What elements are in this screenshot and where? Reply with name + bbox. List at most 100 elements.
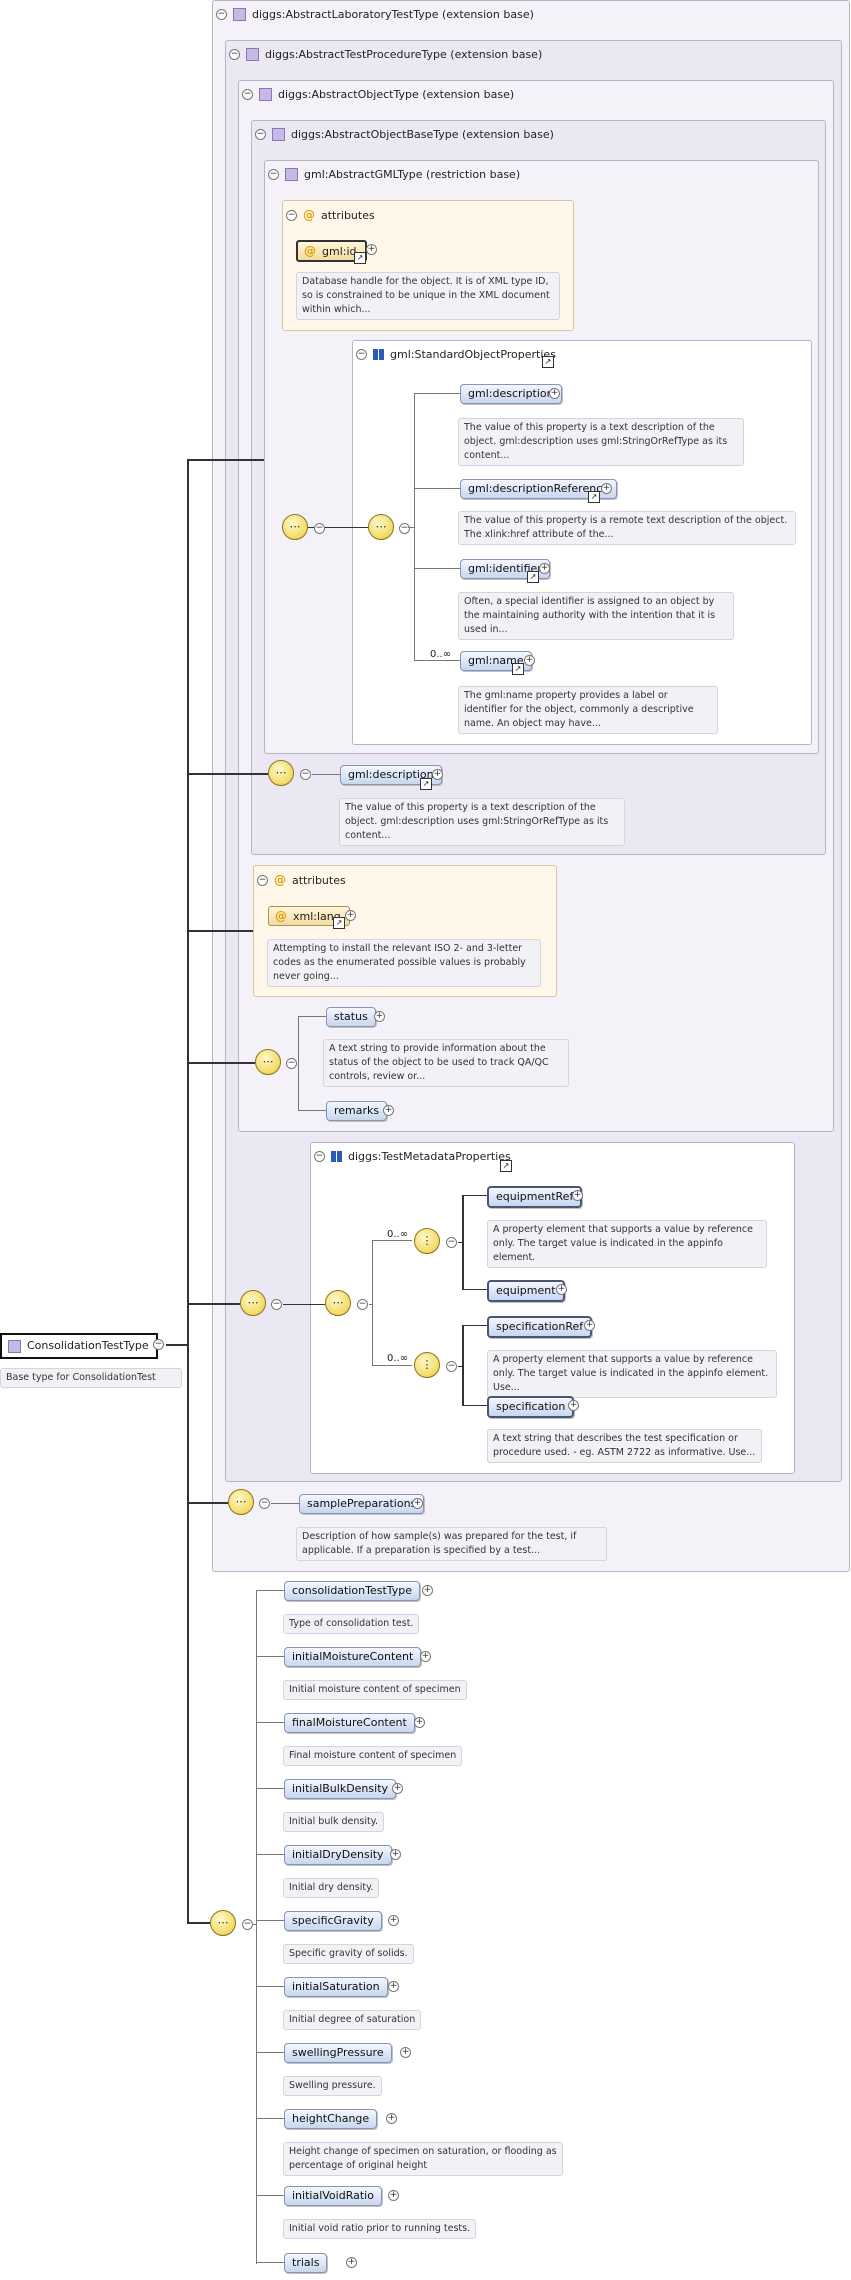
element-label: specificationRef <box>496 1320 584 1333</box>
collapse-toggle-icon[interactable]: − <box>216 9 227 20</box>
sequence-compositor-icon[interactable]: ⋯ <box>325 1290 351 1316</box>
gml-description-element[interactable]: gml:description <box>460 384 562 404</box>
equipment-ref-element[interactable]: equipmentRef <box>487 1186 583 1208</box>
own-element[interactable]: heightChange <box>284 2109 378 2129</box>
own-element[interactable]: specificGravity <box>284 1911 382 1931</box>
collapse-toggle-icon[interactable]: − <box>259 1498 270 1509</box>
expand-icon[interactable]: + <box>386 2113 397 2124</box>
sequence-compositor-icon[interactable]: ⋯ <box>282 514 308 540</box>
sequence-compositor-icon[interactable]: ⋯ <box>368 514 394 540</box>
element-label: samplePreparations <box>307 1497 417 1510</box>
expand-icon[interactable]: + <box>584 1320 595 1331</box>
connector <box>256 1722 284 1723</box>
connector <box>187 1922 210 1924</box>
sample-preparations-element[interactable]: samplePreparations <box>299 1494 425 1514</box>
status-element[interactable]: status <box>326 1007 376 1027</box>
collapse-toggle-icon[interactable]: − <box>257 874 268 886</box>
expand-icon[interactable]: + <box>400 2047 411 2058</box>
choice-compositor-icon[interactable]: ⋮ <box>414 1352 440 1378</box>
gml-id-label: gml:id <box>322 245 357 258</box>
collapse-toggle-icon[interactable]: − <box>271 1299 282 1310</box>
expand-icon[interactable]: + <box>366 244 377 255</box>
own-element[interactable]: finalMoistureContent <box>284 1713 415 1733</box>
expand-icon[interactable]: + <box>374 1011 385 1022</box>
gml-name-doc: The gml:name property provides a label o… <box>458 686 718 734</box>
expand-icon[interactable]: + <box>572 1190 583 1201</box>
connector <box>458 1366 463 1367</box>
collapse-toggle-icon[interactable]: − <box>268 169 279 180</box>
collapse-toggle-icon[interactable]: − <box>446 1361 457 1372</box>
collapse-toggle-icon[interactable]: − <box>446 1237 457 1248</box>
expand-icon[interactable]: + <box>601 483 612 494</box>
own-element[interactable]: initialBulkDensity <box>284 1779 397 1799</box>
expand-icon[interactable]: + <box>383 1105 394 1116</box>
test-meta-title: diggs:TestMetadataProperties <box>348 1150 511 1163</box>
collapse-toggle-icon[interactable]: − <box>314 1151 325 1162</box>
collapse-toggle-icon[interactable]: − <box>286 209 297 221</box>
collapse-toggle-icon[interactable]: − <box>314 523 325 534</box>
own-element[interactable]: initialVoidRatio <box>284 2186 382 2206</box>
expand-icon[interactable]: + <box>422 1585 433 1596</box>
expand-icon[interactable]: + <box>524 655 535 666</box>
sequence-compositor-icon[interactable]: ⋯ <box>228 1489 254 1515</box>
collapse-toggle-icon[interactable]: − <box>300 769 311 780</box>
specification-ref-element[interactable]: specificationRef <box>487 1316 593 1338</box>
own-element[interactable]: swellingPressure <box>284 2043 392 2063</box>
sequence-compositor-icon[interactable]: ⋯ <box>255 1049 281 1075</box>
gml-description-reference-element[interactable]: gml:descriptionReference <box>460 479 618 499</box>
expand-icon[interactable]: + <box>549 388 560 399</box>
own-element[interactable]: trials <box>284 2253 328 2273</box>
std-props-title: gml:StandardObjectProperties <box>390 348 556 361</box>
sample-preparations-doc: Description of how sample(s) was prepare… <box>296 1527 607 1561</box>
equipment-element[interactable]: equipment <box>487 1280 565 1302</box>
own-element[interactable]: consolidationTestType <box>284 1581 421 1601</box>
own-element-doc: Initial dry density. <box>283 1878 380 1898</box>
element-label: remarks <box>334 1104 380 1117</box>
collapse-toggle-icon[interactable]: − <box>399 523 410 534</box>
expand-icon[interactable]: + <box>388 2190 399 2201</box>
expand-icon[interactable]: + <box>414 1717 425 1728</box>
sequence-compositor-icon[interactable]: ⋯ <box>240 1290 266 1316</box>
collapse-toggle-icon[interactable]: − <box>153 1339 164 1350</box>
connector <box>256 1591 257 2264</box>
expand-icon[interactable]: + <box>556 1284 567 1295</box>
collapse-toggle-icon[interactable]: − <box>357 1299 368 1310</box>
collapse-toggle-icon[interactable]: − <box>255 129 266 140</box>
connector <box>187 1062 255 1064</box>
xml-lang-label: xml:lang <box>293 910 341 923</box>
connector <box>414 393 415 660</box>
collapse-toggle-icon[interactable]: − <box>229 49 240 60</box>
specification-element[interactable]: specification <box>487 1396 575 1418</box>
element-label: consolidationTestType <box>292 1584 413 1597</box>
expand-icon[interactable]: + <box>346 2257 357 2268</box>
sequence-compositor-icon[interactable]: ⋯ <box>268 760 294 786</box>
remarks-element[interactable]: remarks <box>326 1101 388 1121</box>
collapse-toggle-icon[interactable]: − <box>286 1058 297 1069</box>
expand-icon[interactable]: + <box>390 1849 401 1860</box>
expand-icon[interactable]: + <box>412 1498 423 1509</box>
connector <box>414 393 460 394</box>
choice-compositor-icon[interactable]: ⋮ <box>414 1228 440 1254</box>
connector <box>414 488 460 489</box>
own-element[interactable]: initialSaturation <box>284 1977 388 1997</box>
connector <box>256 2262 284 2263</box>
expand-icon[interactable]: + <box>345 910 356 921</box>
expand-icon[interactable]: + <box>539 563 550 574</box>
expand-icon[interactable]: + <box>568 1400 579 1411</box>
expand-icon[interactable]: + <box>388 1981 399 1992</box>
gml-description2-element[interactable]: gml:description <box>340 765 442 785</box>
gml-description-doc: The value of this property is a text des… <box>458 418 744 466</box>
expand-icon[interactable]: + <box>420 1651 431 1662</box>
gml-id-attribute[interactable]: @gml:id <box>296 240 367 262</box>
element-label: swellingPressure <box>292 2046 384 2059</box>
own-element[interactable]: initialMoistureContent <box>284 1647 422 1667</box>
expand-icon[interactable]: + <box>392 1783 403 1794</box>
collapse-toggle-icon[interactable]: − <box>242 89 253 100</box>
root-element[interactable]: ConsolidationTestType <box>0 1333 158 1359</box>
expand-icon[interactable]: + <box>388 1915 399 1926</box>
own-element[interactable]: initialDryDensity <box>284 1845 392 1865</box>
collapse-toggle-icon[interactable]: − <box>356 349 367 360</box>
xml-lang-attribute[interactable]: @xml:lang <box>268 906 350 926</box>
sequence-compositor-icon[interactable]: ⋯ <box>210 1910 236 1936</box>
expand-icon[interactable]: + <box>432 769 443 780</box>
